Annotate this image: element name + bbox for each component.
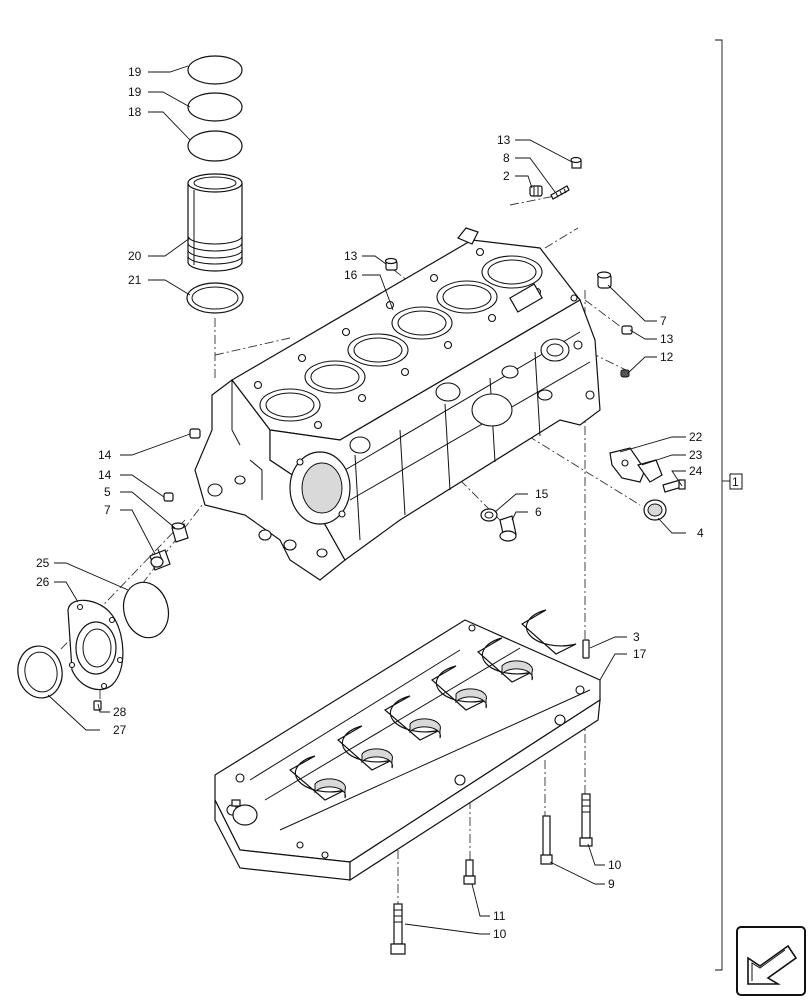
threaded-plug-small — [529, 185, 543, 197]
callout-27: 27 — [113, 723, 127, 737]
leader-lines — [47, 65, 686, 935]
cylinder-liner-seal-ring-lower — [187, 130, 243, 162]
next-page-arrow-icon[interactable] — [736, 926, 806, 996]
dowel-pin — [582, 639, 590, 659]
callout-4: 4 — [697, 526, 704, 540]
callout-9: 9 — [608, 877, 615, 891]
stud-bolt — [550, 185, 570, 200]
callout-3: 3 — [633, 630, 640, 644]
callout-7-right: 7 — [660, 314, 667, 328]
callout-21: 21 — [128, 273, 142, 287]
plug-block-top — [384, 257, 398, 271]
cylinder-liner-seal-ring-top — [187, 55, 243, 85]
callout-17: 17 — [633, 647, 647, 661]
cover-screw — [662, 479, 686, 493]
plug-right-cap — [596, 271, 612, 289]
crankcase-bedplate — [214, 609, 601, 882]
callout-22: 22 — [689, 430, 703, 444]
callout-16: 16 — [344, 268, 358, 282]
group-bracket: 1 — [715, 39, 743, 971]
crankshaft-rear-seal — [17, 645, 63, 699]
liner-lower-seal-ring — [186, 282, 244, 314]
callout-7-left: 7 — [104, 503, 111, 517]
cover-fixing-screw — [93, 700, 102, 711]
plug-right-lower — [620, 369, 630, 378]
callout-24: 24 — [689, 464, 703, 478]
callout-26: 26 — [36, 575, 50, 589]
drain-plug — [499, 515, 517, 542]
callout-8: 8 — [503, 151, 510, 165]
cover-plate — [609, 447, 646, 483]
rear-seal-cover — [67, 599, 124, 691]
callout-14-upper: 14 — [98, 448, 112, 462]
threaded-plug-left — [149, 548, 171, 571]
callout-18: 18 — [128, 105, 142, 119]
callout-13-right: 13 — [660, 332, 674, 346]
callout-10-bottom: 10 — [493, 927, 507, 941]
callout-11: 11 — [493, 909, 506, 923]
plug-right-small — [621, 325, 633, 335]
callout-10-right: 10 — [608, 858, 622, 872]
group-label: 1 — [732, 475, 739, 489]
callout-19-top: 19 — [128, 65, 142, 79]
callout-15: 15 — [535, 487, 549, 501]
cylinder-liner — [187, 173, 243, 272]
callout-20: 20 — [128, 249, 142, 263]
callout-28: 28 — [113, 705, 127, 719]
callout-5: 5 — [104, 485, 111, 499]
callout-labels: 19 19 18 20 21 13 8 2 13 16 7 13 12 22 2… — [36, 65, 704, 941]
plug-top-small — [570, 156, 582, 169]
callout-14-lower: 14 — [98, 468, 112, 482]
callout-12: 12 — [660, 350, 674, 364]
sealing-washer — [480, 508, 498, 522]
bedplate-bolt-long-left — [390, 903, 406, 955]
callout-19-middle: 19 — [128, 85, 142, 99]
cylinder-liner-seal-ring-middle — [187, 92, 243, 122]
bedplate-bolt-medium — [540, 815, 553, 865]
plug-left-top — [189, 428, 201, 439]
callout-25: 25 — [36, 556, 50, 570]
plug-left-small — [163, 492, 174, 502]
callout-13-block: 13 — [344, 249, 358, 263]
cylinder-block — [194, 227, 601, 581]
bushing — [643, 499, 667, 521]
rear-seal-o-ring — [122, 581, 170, 639]
bedplate-bolt-short — [463, 859, 476, 885]
callout-2: 2 — [503, 169, 510, 183]
callout-13-top: 13 — [497, 133, 511, 147]
cap-plug-left — [171, 522, 189, 543]
cover-plate-small — [637, 459, 663, 483]
group-label-box — [729, 473, 743, 490]
callout-6: 6 — [535, 505, 542, 519]
bedplate-bolt-long-right — [579, 793, 593, 847]
callout-23: 23 — [689, 448, 703, 462]
